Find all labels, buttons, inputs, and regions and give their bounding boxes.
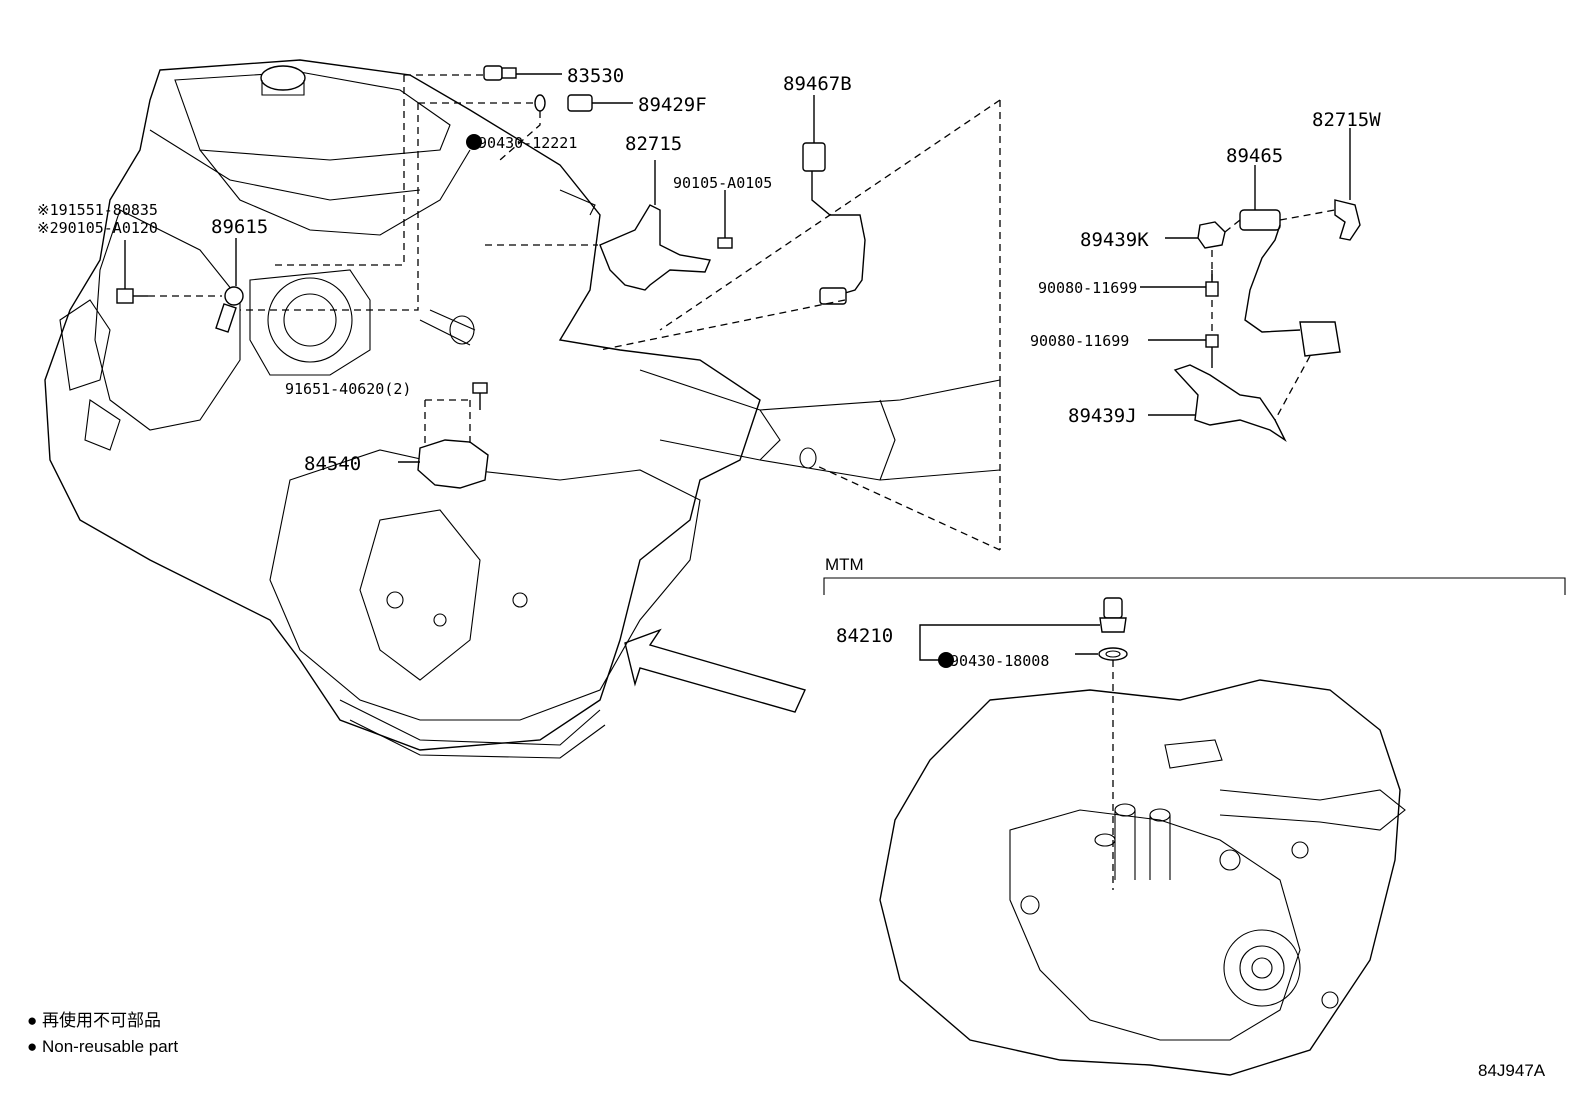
mtm-transmission-illustration	[879, 660, 1406, 1076]
part-90080-11699-bolt-upper	[1205, 270, 1219, 297]
part-89429F-sensor	[534, 94, 633, 112]
part-82715-bracket	[599, 160, 711, 291]
label-82715W: 82715W	[1312, 109, 1381, 131]
label-90080-11699-upper: 90080-11699	[1038, 279, 1137, 297]
part-89439K-bracket	[1165, 221, 1226, 249]
label-90080-11699-lower: 90080-11699	[1030, 332, 1129, 350]
label-89429F: 89429F	[638, 94, 707, 116]
label-82715: 82715	[625, 133, 682, 155]
label-89439J: 89439J	[1068, 405, 1137, 427]
label-90430-12221: ●90430-12221	[469, 134, 577, 152]
label-89439K: 89439K	[1080, 229, 1149, 251]
part-84540-switch	[398, 439, 489, 489]
leader-lines-left	[148, 74, 1001, 551]
part-84210-switch	[919, 597, 1127, 661]
label-89467B: 89467B	[783, 73, 852, 95]
label-89465: 89465	[1226, 145, 1283, 167]
part-90105-A0105-bolt	[717, 190, 733, 249]
part-89615-knock-sensor	[215, 238, 244, 333]
part-89467B-oxygen-sensor	[802, 95, 866, 305]
legend-non-reusable-en: ● Non-reusable part	[27, 1037, 178, 1056]
label-90105-A0105: 90105-A0105	[673, 174, 772, 192]
label-89615: 89615	[211, 216, 268, 238]
section-label-mtm: MTM	[825, 555, 864, 574]
part-90105-A0120-bolt	[116, 240, 148, 304]
label-191551-80835: ※191551-80835	[37, 201, 158, 219]
part-89439J-bracket	[1148, 364, 1287, 443]
legend-non-reusable-ja: ● 再使用不可部品	[27, 1010, 161, 1030]
mtm-bracket	[823, 577, 1566, 595]
part-91651-40620-bolt	[472, 382, 488, 410]
non-reusable-marker	[466, 134, 482, 150]
label-91651-40620: 91651-40620(2)	[285, 380, 411, 398]
diagram-id: 84J947A	[1478, 1061, 1546, 1080]
part-89465-sensor	[1239, 165, 1341, 357]
part-82715W-clip	[1334, 128, 1361, 241]
label-83530: 83530	[567, 65, 624, 87]
label-84540: 84540	[304, 453, 361, 475]
part-90430-18008-gasket	[938, 647, 1128, 668]
label-84210: 84210	[836, 625, 893, 647]
label-90430-18008: ●90430-18008	[941, 652, 1049, 670]
label-290105-A0120: ※290105-A0120	[37, 219, 158, 237]
leader-lines-right	[1140, 209, 1336, 421]
part-90080-11699-bolt-lower	[1205, 334, 1219, 368]
engine-assembly-illustration	[44, 59, 1001, 759]
part-83530-switch	[483, 65, 562, 81]
